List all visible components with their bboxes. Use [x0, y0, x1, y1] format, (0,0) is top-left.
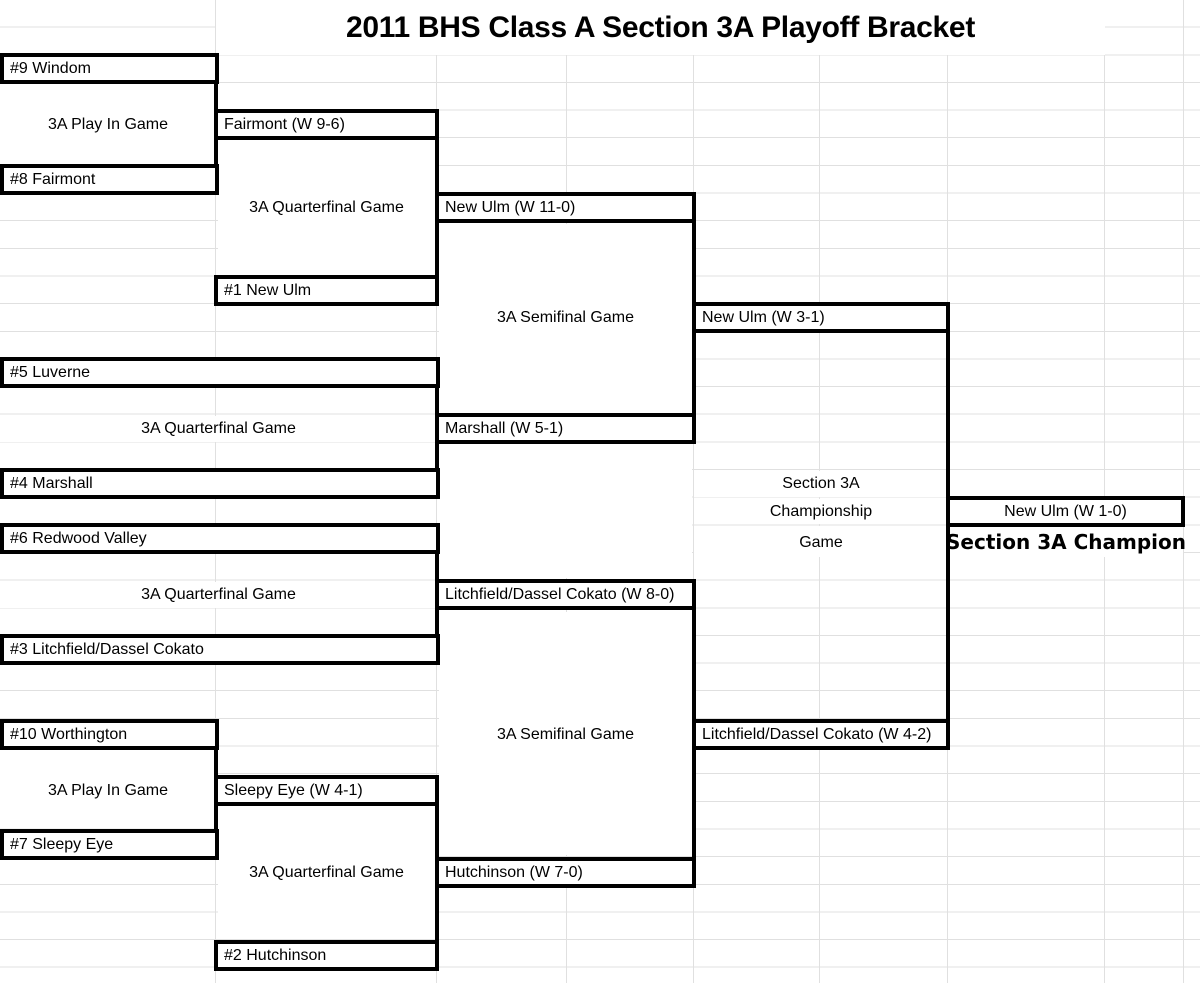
team-box-sleepy-eye: #7 Sleepy Eye — [0, 829, 219, 860]
merged-cell-mask — [216, 0, 1105, 55]
team-box-marshall: #4 Marshall — [0, 468, 440, 499]
section-champion-caption: Section 3A Champion — [946, 530, 1186, 554]
winner-box-quarterfinal-1: New Ulm (W 11-0) — [435, 192, 696, 223]
team-box-luverne: #5 Luverne — [0, 357, 440, 388]
merged-cell-mask — [0, 85, 214, 163]
team-box-fairmont: #8 Fairmont — [0, 164, 219, 195]
merged-cell-mask — [439, 612, 692, 855]
page-title: 2011 BHS Class A Section 3A Playoff Brac… — [345, 10, 976, 44]
round-label-quarterfinal-4: 3A Quarterfinal Game — [249, 864, 404, 881]
merged-cell-mask — [0, 752, 214, 828]
round-label-play-in-2: 3A Play In Game — [47, 782, 169, 799]
winner-box-semifinal-2: Litchfield/Dassel Cokato (W 4-2) — [692, 719, 950, 750]
team-box-redwood-valley: #6 Redwood Valley — [0, 523, 440, 554]
winner-box-quarterfinal-3: Litchfield/Dassel Cokato (W 8-0) — [435, 579, 696, 610]
merged-cell-mask — [0, 416, 436, 442]
championship-label-line1: Section 3A — [782, 475, 860, 492]
winner-box-play-in-2: Sleepy Eye (W 4-1) — [214, 775, 439, 806]
round-label-play-in-1: 3A Play In Game — [47, 116, 169, 133]
winner-box-quarterfinal-2: Marshall (W 5-1) — [435, 413, 696, 444]
round-label-semifinal-2: 3A Semifinal Game — [497, 726, 634, 743]
merged-cell-mask — [694, 471, 947, 497]
grid-column-line — [1183, 0, 1184, 983]
round-label-semifinal-1: 3A Semifinal Game — [497, 309, 634, 326]
merged-cell-mask — [948, 526, 1183, 557]
winner-box-semifinal-1: New Ulm (W 3-1) — [692, 302, 950, 333]
grid-column-line — [1104, 0, 1105, 983]
merged-cell-mask — [694, 499, 947, 524]
team-box-windom: #9 Windom — [0, 53, 219, 84]
round-label-quarterfinal-1: 3A Quarterfinal Game — [249, 199, 404, 216]
merged-cell-mask — [0, 582, 436, 608]
team-box-litchfield: #3 Litchfield/Dassel Cokato — [0, 634, 440, 665]
championship-label-line3: Game — [799, 534, 843, 551]
winner-box-championship: New Ulm (W 1-0) — [946, 496, 1185, 527]
round-label-quarterfinal-3: 3A Quarterfinal Game — [141, 586, 296, 603]
championship-label-line2: Championship — [769, 503, 873, 520]
team-box-new-ulm: #1 New Ulm — [214, 275, 439, 306]
merged-cell-mask — [694, 526, 947, 557]
merged-cell-mask — [439, 224, 692, 578]
winner-box-quarterfinal-4: Hutchinson (W 7-0) — [435, 857, 696, 888]
round-label-quarterfinal-2: 3A Quarterfinal Game — [141, 420, 296, 437]
merged-cell-mask — [218, 808, 435, 938]
merged-cell-mask — [218, 141, 435, 274]
team-box-worthington: #10 Worthington — [0, 719, 219, 750]
grid-column-line — [693, 0, 694, 983]
winner-box-play-in-1: Fairmont (W 9-6) — [214, 109, 439, 140]
team-box-hutchinson: #2 Hutchinson — [214, 940, 439, 971]
